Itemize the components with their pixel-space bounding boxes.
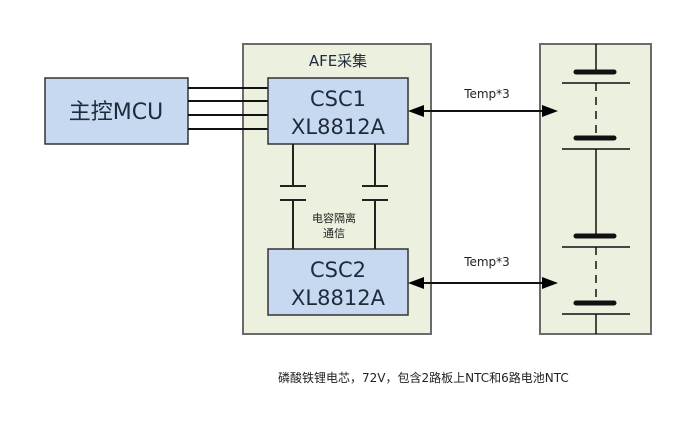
csc1-part: XL8812A bbox=[291, 115, 386, 139]
isolation-label-2: 通信 bbox=[323, 227, 345, 240]
arrowhead-left-icon bbox=[408, 105, 424, 117]
csc2-block bbox=[267, 248, 409, 316]
mcu-block bbox=[44, 77, 189, 145]
afe-title: AFE采集 bbox=[309, 52, 367, 70]
temp-label-bottom: Temp*3 bbox=[463, 255, 510, 269]
temp-link-top: Temp*3 bbox=[408, 87, 558, 117]
caption: 磷酸铁锂电芯，72V，包含2路板上NTC和6路电池NTC bbox=[278, 370, 569, 385]
temp-link-bottom: Temp*3 bbox=[408, 255, 558, 289]
csc1-block bbox=[267, 77, 409, 145]
isolation-capacitors bbox=[280, 144, 388, 249]
csc1-name: CSC1 bbox=[310, 87, 366, 111]
mcu-label: 主控MCU bbox=[69, 100, 163, 125]
isolation-label-1: 电容隔离 bbox=[312, 211, 356, 225]
arrowhead-right-icon bbox=[542, 277, 558, 289]
arrowhead-left-icon bbox=[408, 277, 424, 289]
csc2-part: XL8812A bbox=[291, 286, 386, 310]
temp-label-top: Temp*3 bbox=[463, 87, 510, 101]
battery-stack bbox=[562, 44, 630, 334]
csc2-name: CSC2 bbox=[310, 258, 366, 282]
arrowhead-right-icon bbox=[542, 105, 558, 117]
mcu-csc1-bus bbox=[188, 87, 268, 130]
